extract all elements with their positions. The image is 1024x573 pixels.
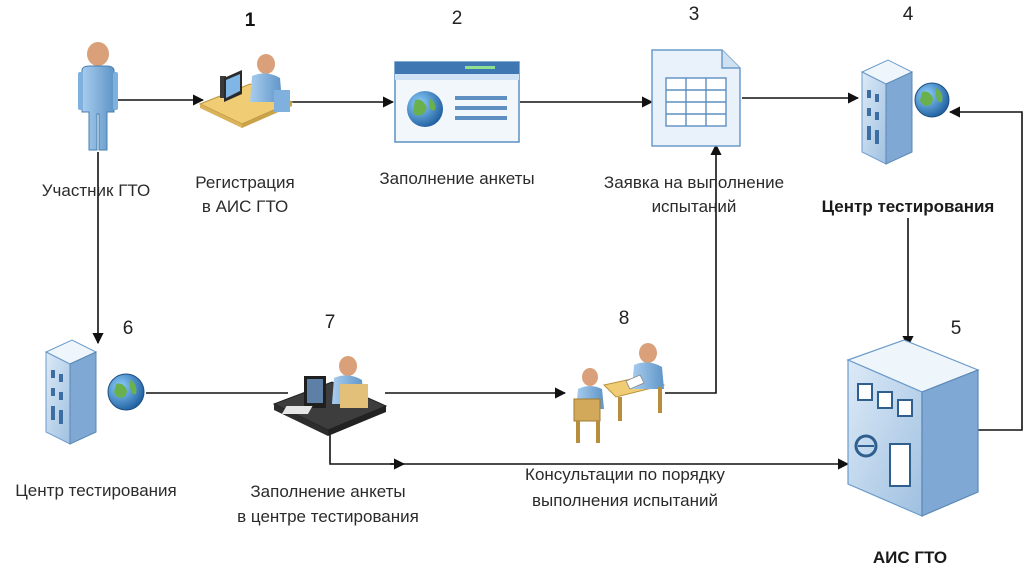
web-form-icon [394, 61, 520, 143]
questionnaire-label: Заполнение анкеты [379, 169, 534, 188]
building-globe-icon [860, 59, 950, 165]
registration-number: 1 [245, 10, 256, 31]
edge-workstation-ais [329, 430, 850, 470]
building-globe-icon [44, 339, 145, 445]
edge-ais-center-return [948, 106, 1023, 431]
testing-center-top-number: 4 [903, 4, 914, 25]
questionnaire-center-label-line2: в центре тестирования [237, 507, 419, 526]
participant-label: Участник ГТО [42, 181, 151, 200]
labels: Участник ГТО 1 Регистрация в АИС ГТО 2 З… [15, 4, 994, 567]
datacenter-server-icon [846, 339, 980, 517]
testing-center-top-label: Центр тестирования [822, 197, 995, 216]
consultation-label-line2: выполнения испытаний [532, 491, 718, 510]
questionnaire-center-number: 7 [325, 312, 336, 333]
questionnaire-center-label-line1: Заполнение анкеты [250, 482, 405, 501]
testing-center-left-label: Центр тестирования [15, 481, 177, 500]
registration-label-line1: Регистрация [195, 173, 294, 192]
consultation-number: 8 [619, 308, 630, 329]
ais-gto-number: 5 [951, 318, 962, 339]
computer-user-icon [198, 54, 294, 128]
testing-center-left-number: 6 [123, 318, 134, 339]
application-label-line1: Заявка на выполнение [604, 173, 784, 192]
application-label-line2: испытаний [652, 197, 737, 216]
consultation-label-line1: Консультации по порядку [525, 465, 725, 484]
application-number: 3 [689, 4, 700, 25]
edge-consultation-application [665, 143, 722, 394]
ais-gto-label: АИС ГТО [873, 548, 947, 567]
spreadsheet-document-icon [651, 49, 741, 147]
questionnaire-number: 2 [452, 8, 463, 29]
connectors [92, 92, 1023, 470]
registration-label-line2: в АИС ГТО [202, 197, 288, 216]
meeting-icon [573, 343, 666, 443]
workstation-user-icon [272, 356, 388, 436]
person-icon [78, 42, 118, 151]
